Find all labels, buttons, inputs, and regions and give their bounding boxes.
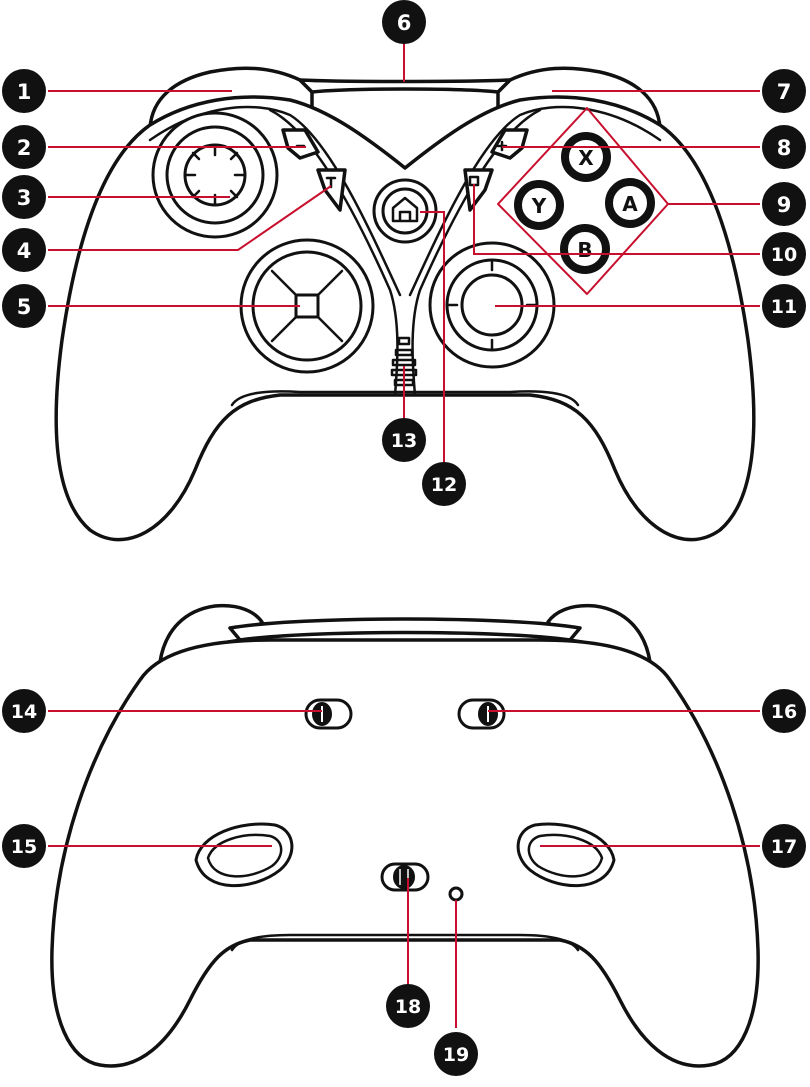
callout-3: 3 bbox=[2, 175, 46, 219]
rear-top-ridge bbox=[230, 619, 580, 640]
callout-2: 2 bbox=[2, 125, 46, 169]
callout-18: 18 bbox=[386, 984, 430, 1028]
svg-text:9: 9 bbox=[777, 193, 792, 217]
svg-text:7: 7 bbox=[777, 80, 792, 104]
svg-text:12: 12 bbox=[431, 474, 457, 496]
callout-15: 15 bbox=[2, 824, 46, 868]
callout-4: 4 bbox=[2, 228, 46, 272]
mode-switch bbox=[382, 864, 428, 890]
left-stick bbox=[153, 113, 277, 237]
svg-text:5: 5 bbox=[17, 295, 32, 319]
svg-text:18: 18 bbox=[395, 996, 421, 1018]
callout-19: 19 bbox=[434, 1032, 478, 1076]
svg-text:19: 19 bbox=[443, 1044, 469, 1066]
callout-17: 17 bbox=[762, 824, 806, 868]
svg-text:16: 16 bbox=[771, 701, 797, 723]
left-rear-switch bbox=[306, 700, 351, 728]
a-button: A bbox=[606, 179, 654, 227]
a-button-label: A bbox=[622, 192, 638, 216]
svg-text:4: 4 bbox=[17, 239, 32, 263]
callout-14: 14 bbox=[2, 689, 46, 733]
controller-front-view: X Y A B bbox=[56, 68, 754, 539]
svg-text:13: 13 bbox=[391, 430, 417, 452]
svg-text:17: 17 bbox=[771, 836, 797, 858]
svg-text:3: 3 bbox=[17, 186, 32, 210]
b-button-label: B bbox=[577, 238, 592, 262]
callout-16: 16 bbox=[762, 689, 806, 733]
callout-8: 8 bbox=[762, 125, 806, 169]
x-button-label: X bbox=[578, 146, 594, 170]
y-button-label: Y bbox=[531, 194, 547, 218]
svg-text:8: 8 bbox=[777, 136, 792, 160]
callout-13: 13 bbox=[382, 418, 426, 462]
callout-11: 11 bbox=[762, 284, 806, 328]
right-rear-switch bbox=[459, 700, 504, 728]
reset-hole bbox=[450, 888, 462, 900]
svg-text:1: 1 bbox=[17, 80, 32, 104]
svg-text:15: 15 bbox=[11, 836, 37, 858]
svg-text:2: 2 bbox=[17, 136, 32, 160]
y-button: Y bbox=[515, 181, 563, 229]
svg-text:11: 11 bbox=[771, 296, 797, 318]
b-button: B bbox=[561, 225, 609, 273]
callout-12: 12 bbox=[422, 462, 466, 506]
callout-5: 5 bbox=[2, 284, 46, 328]
callout-7: 7 bbox=[762, 69, 806, 113]
x-button: X bbox=[562, 133, 610, 181]
svg-text:10: 10 bbox=[771, 244, 797, 266]
callout-6: 6 bbox=[382, 0, 426, 44]
svg-text:14: 14 bbox=[11, 701, 37, 723]
svg-text:6: 6 bbox=[397, 11, 412, 35]
callout-1: 1 bbox=[2, 69, 46, 113]
callout-9: 9 bbox=[762, 182, 806, 226]
callout-10: 10 bbox=[762, 232, 806, 276]
